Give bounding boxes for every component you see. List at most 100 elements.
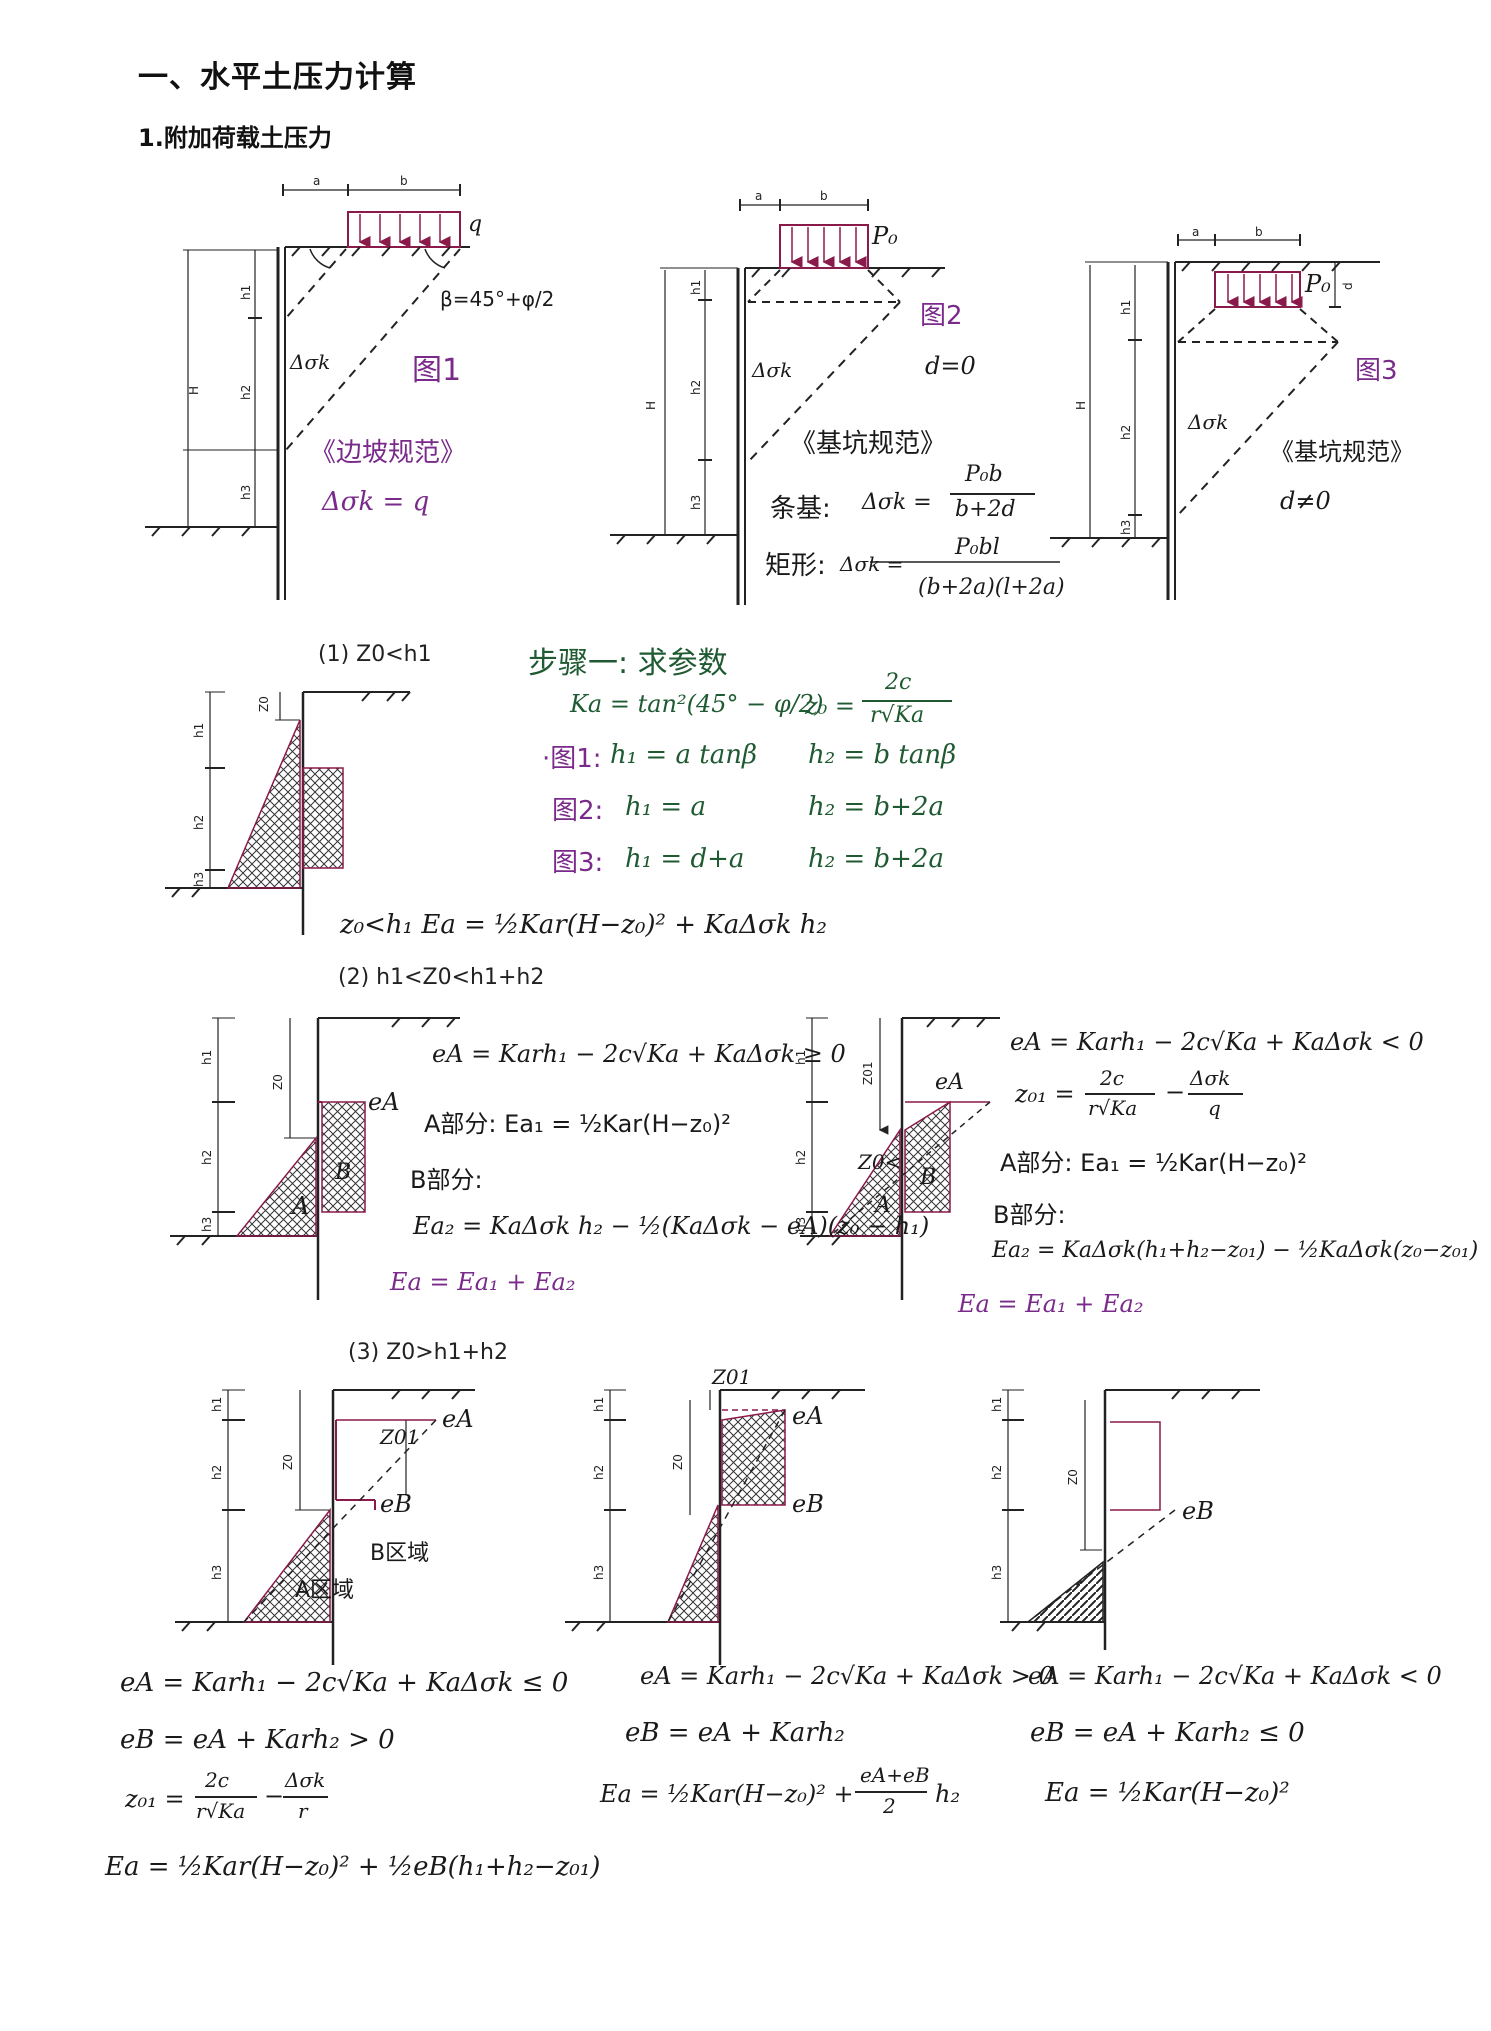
step1-r1-h1: h₁ = a tanβ: [610, 740, 757, 770]
case3a-h1: h1: [210, 1397, 224, 1412]
case2-left-h2: h2: [200, 1150, 214, 1165]
case2-right-diagram: [800, 1017, 1000, 1300]
fig2-dim-b: b: [820, 189, 828, 203]
fig1-dim-a: a: [313, 174, 320, 188]
case2-left-diagram: [170, 1017, 460, 1300]
case1-h1: h1: [192, 723, 206, 738]
case3a-h3: h3: [210, 1565, 224, 1580]
case2-left-f1: eA = Karh₁ − 2c√Ka + KaΔσk ≥ 0: [432, 1040, 846, 1068]
fig2-H: H: [644, 401, 658, 410]
case2-right-h3: h3: [794, 1217, 808, 1232]
step1-ka: Ka = tan²(45° − φ/2): [570, 690, 824, 718]
case3a-f3-den2: r: [298, 1799, 308, 1823]
fig3-h3: h3: [1119, 520, 1133, 535]
step1-z0-bar: [862, 700, 952, 702]
case2-right-h2: h2: [794, 1150, 808, 1165]
case3a-f3-minus: −: [264, 1782, 285, 1810]
case1-h3: h3: [192, 872, 206, 887]
fig2-rect-den: (b+2a)(l+2a): [918, 575, 1065, 600]
fig1-code: 《边坡规范》: [310, 438, 467, 468]
fig3-H: H: [1074, 401, 1088, 410]
fig2-rect-label: 矩形:: [765, 551, 826, 581]
fig3-caption: 图3: [1355, 356, 1398, 386]
figure-3: [1050, 234, 1380, 600]
case3a-f3-bar1: [195, 1796, 257, 1798]
case2-left-f5: Ea = Ea₁ + Ea₂: [390, 1268, 576, 1296]
step1-r2-label: 图2:: [552, 796, 604, 826]
fig1-dsig: Δσk: [290, 350, 331, 374]
figure-2: [610, 199, 1060, 605]
fig2-h1: h1: [689, 280, 703, 295]
fig1-formula: Δσk = q: [322, 487, 430, 517]
case3b-h1: h1: [592, 1397, 606, 1412]
case3a-eB: eB: [380, 1490, 412, 1518]
case3b-h2: h2: [592, 1465, 606, 1480]
step1-z0-num: 2c: [885, 670, 912, 695]
fig2-strip-den: b+2d: [955, 497, 1016, 522]
case3a-f2: eB = eA + Karh₂ > 0: [120, 1725, 395, 1755]
fig2-rect-num: P₀bl: [955, 535, 1000, 560]
case2-right-f2-num2: Δσk: [1190, 1066, 1231, 1090]
fig1-H: H: [187, 386, 201, 395]
case2-left-f2: A部分: Ea₁ = ½Kar(H−z₀)²: [424, 1110, 731, 1138]
fig2-strip-fraction-bar: [950, 493, 1035, 495]
case2-left-h1: h1: [200, 1050, 214, 1065]
case3b-h3: h3: [592, 1565, 606, 1580]
case3b-f2: eB = eA + Karh₂: [625, 1718, 845, 1748]
fig2-load-p0: P₀: [872, 222, 898, 250]
case3a-b-zone: B区域: [370, 1541, 430, 1566]
fig3-dim-b: b: [1255, 225, 1263, 239]
step1-z0-lhs: z₀ =: [805, 692, 856, 720]
fig2-h3: h3: [689, 495, 703, 510]
case2-right-z0-mark: Z0<: [858, 1150, 902, 1174]
fig3-code: 《基坑规范》: [1270, 438, 1414, 466]
case3a-z01: Z01: [380, 1425, 420, 1449]
fig3-dsig: Δσk: [1188, 410, 1229, 434]
case3c-h1: h1: [990, 1397, 1004, 1412]
case3c-eB: eB: [1182, 1497, 1214, 1525]
case3a-z0: Z0: [281, 1454, 295, 1470]
case1-diagram: [165, 691, 411, 935]
fig2-code: 《基坑规范》: [790, 429, 947, 459]
case2-right-h1: h1: [794, 1050, 808, 1065]
case3a-a-zone: A区域: [295, 1578, 355, 1603]
fig1-load-q: q: [468, 212, 483, 237]
fig2-strip-lhs: Δσk =: [862, 490, 932, 515]
case3c-z0: Z0: [1066, 1469, 1080, 1485]
case3a-eA: eA: [442, 1405, 474, 1433]
case3b-eB: eB: [792, 1490, 824, 1518]
step1-r3-label: 图3:: [552, 848, 604, 878]
figure-1: [145, 184, 470, 600]
fig2-rect-lhs: Δσk =: [840, 552, 904, 576]
step1-title: 步骤一: 求参数: [528, 646, 728, 681]
case3c-h3: h3: [990, 1565, 1004, 1580]
case2-right-f2-bar2: [1188, 1093, 1243, 1095]
fig3-d: d: [1341, 282, 1355, 290]
step1-r3-h1: h₁ = d+a: [625, 844, 745, 874]
step1-z0-den: r√Ka: [870, 703, 925, 728]
fig2-strip-num: P₀b: [965, 462, 1003, 487]
subsection-title: 1.附加荷载土压力: [138, 124, 332, 152]
case2-right-f2-lhs: z₀₁ =: [1015, 1080, 1075, 1108]
section-title: 一、水平土压力计算: [138, 60, 417, 95]
case3a-f1: eA = Karh₁ − 2c√Ka + KaΔσk ≤ 0: [120, 1668, 569, 1698]
fig2-d-note: d=0: [925, 352, 976, 380]
case2-right-f2-den1: r√Ka: [1088, 1096, 1138, 1120]
case3a-f3-num1: 2c: [205, 1768, 229, 1792]
case3a-f3-num2: Δσk: [285, 1768, 326, 1792]
fig3-load-p0: P₀: [1305, 270, 1331, 298]
fig3-h1: h1: [1119, 300, 1133, 315]
case1-formula: z₀<h₁ Ea = ½Kar(H−z₀)² + KaΔσk h₂: [340, 910, 827, 940]
case2-right-eA-label: eA: [935, 1070, 964, 1095]
fig2-h2: h2: [689, 380, 703, 395]
case3a-f3-den1: r√Ka: [196, 1799, 246, 1823]
case2-left-z0: Z0: [271, 1074, 285, 1090]
case3a-f3-bar2: [283, 1796, 328, 1798]
fig1-beta-note: β=45°+φ/2: [440, 287, 555, 311]
case2-right-B-label: B: [920, 1165, 937, 1190]
case3-title: (3) Z0>h1+h2: [348, 1340, 508, 1365]
case2-left-f3: B部分:: [410, 1166, 483, 1194]
case1-z0: Z0: [257, 696, 271, 712]
case2-right-f1: eA = Karh₁ − 2c√Ka + KaΔσk < 0: [1010, 1028, 1424, 1056]
case2-right-z01: Z01: [861, 1062, 875, 1086]
